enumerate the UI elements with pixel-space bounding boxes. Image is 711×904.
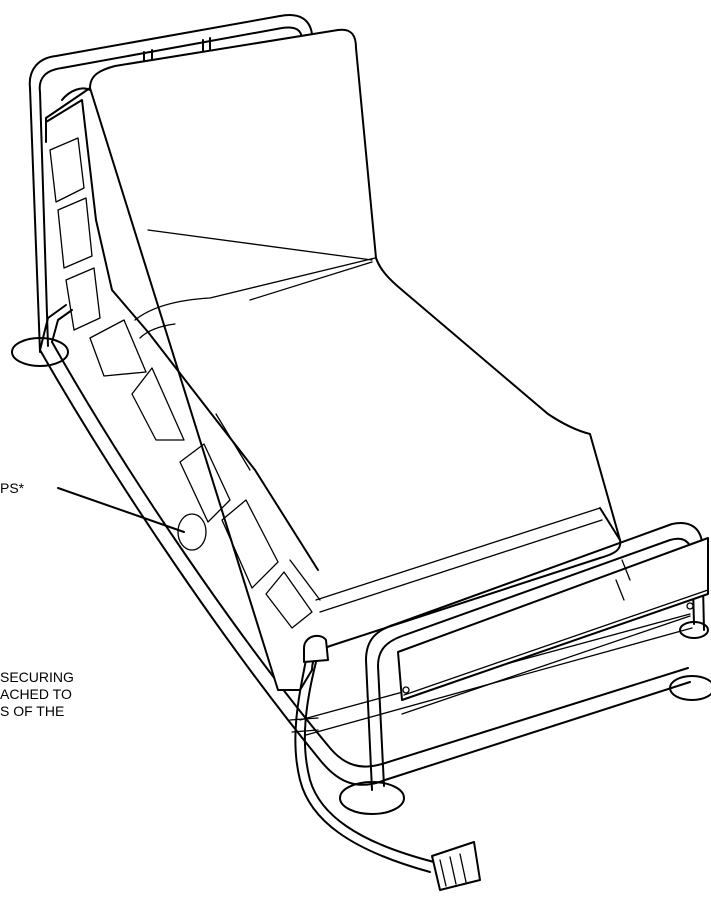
mattress — [45, 28, 622, 691]
base-frame — [39, 304, 693, 786]
side-panels — [49, 137, 313, 629]
foot-frame — [365, 522, 709, 791]
note-line: SECURING — [0, 669, 74, 685]
note-line: ACHED TO — [0, 686, 72, 702]
strap-callout — [57, 487, 207, 551]
securing-note: SECURING ACHED TO S OF THE — [0, 669, 74, 720]
straps-label: PS* — [0, 480, 25, 496]
air-hose — [289, 634, 481, 891]
note-line: S OF THE — [0, 703, 65, 719]
